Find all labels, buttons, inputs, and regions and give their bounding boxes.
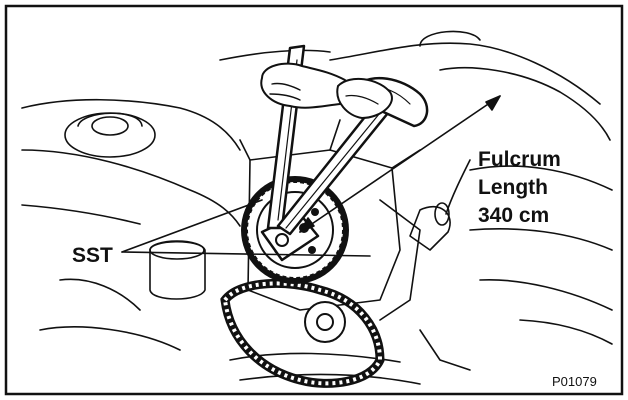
fulcrum-label-line2: Length [478, 176, 548, 199]
sst-label: SST [72, 244, 113, 267]
fulcrum-dimension [299, 95, 501, 233]
fulcrum-label-line1: Fulcrum [478, 148, 561, 171]
idler-pulley [304, 301, 346, 343]
timing-belt [220, 279, 385, 388]
figure-code: P01079 [552, 374, 597, 389]
fulcrum-value-label: 340 cm [478, 204, 549, 227]
engine-background [21, 30, 613, 385]
hand-lower [336, 77, 393, 119]
sst-leader-lines [121, 199, 371, 257]
